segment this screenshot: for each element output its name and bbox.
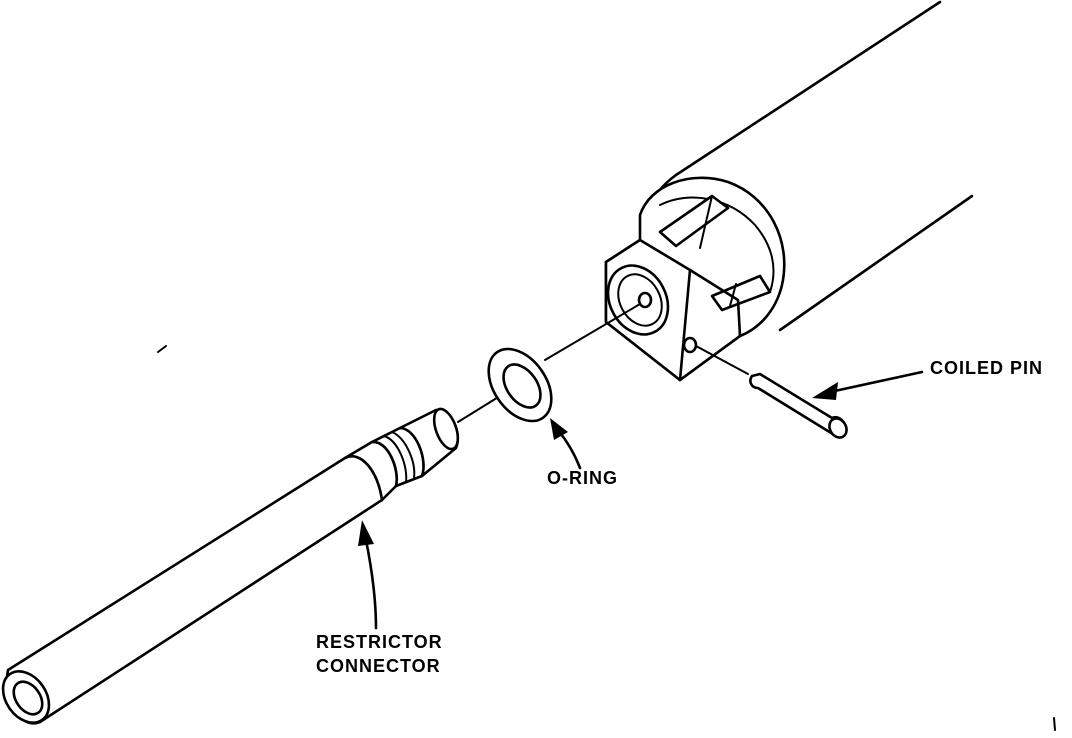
restrictor-leader <box>358 520 378 630</box>
restrictor-connector-part <box>1 407 460 725</box>
label-coiled-pin: COILED PIN <box>930 358 1044 378</box>
o-ring-part <box>487 347 553 423</box>
scan-mark <box>1053 717 1056 731</box>
label-restrictor-connector: RESTRICTOR CONNECTOR <box>316 630 443 678</box>
scan-mark <box>157 345 167 353</box>
label-o-ring: O-RING <box>547 468 618 488</box>
coiled-pin <box>749 372 848 439</box>
assembly-centerline-lower <box>457 395 501 423</box>
end-cap-housing <box>604 176 786 382</box>
coiled-pin-leader <box>812 370 924 400</box>
o-ring-leader <box>550 418 582 470</box>
assembly-centerline-upper <box>544 303 641 361</box>
label-restrictor-line1: RESTRICTOR <box>316 632 443 652</box>
pin-alignment-line <box>695 345 749 375</box>
label-restrictor-line2: CONNECTOR <box>316 656 441 676</box>
